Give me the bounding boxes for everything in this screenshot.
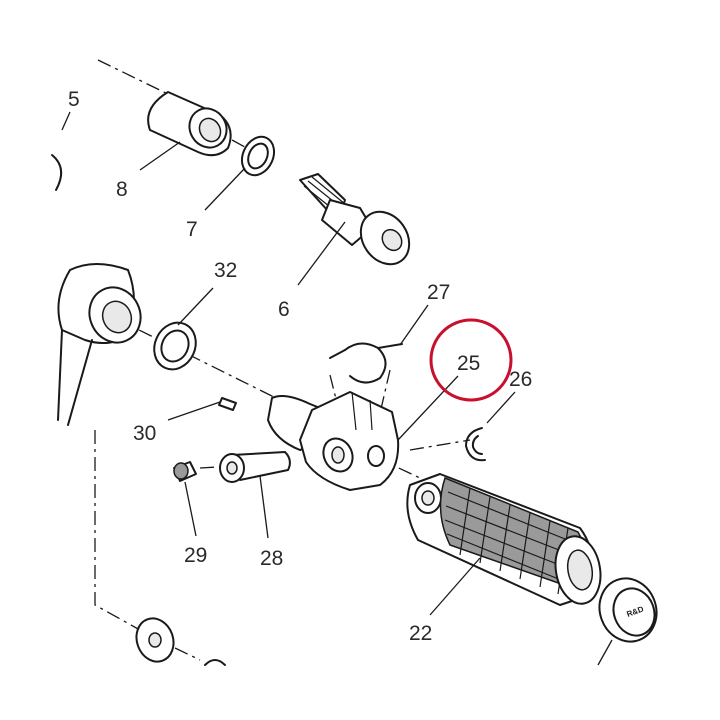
bottom-washers (135, 617, 226, 666)
callout-32: 32 (214, 259, 237, 282)
callout-27: 27 (427, 281, 450, 304)
end-cap: R&D (597, 577, 658, 666)
axis-clip26 (409, 439, 471, 451)
callout-28: 28 (260, 547, 283, 570)
part-28-pin (219, 451, 291, 483)
callout-29: 29 (184, 544, 207, 567)
callout-8: 8 (116, 178, 128, 201)
callout-25: 25 (457, 352, 480, 375)
part-29-screw (173, 461, 197, 482)
part-25-pivot (267, 391, 400, 491)
highlight-circle (429, 318, 513, 402)
lever-arm (57, 263, 142, 426)
callout-22: 22 (409, 622, 432, 645)
callout-26: 26 (509, 368, 532, 391)
part-27-clip (329, 342, 403, 384)
axis-vertical (94, 430, 201, 661)
part-32-oring (153, 321, 197, 371)
callout-30: 30 (133, 422, 156, 445)
part-22-footpeg (406, 473, 602, 606)
leader-lines (61, 111, 516, 616)
part-26-circlip (465, 427, 486, 462)
part-5-bracket (51, 154, 63, 191)
part-8-bushing (147, 91, 232, 157)
callout-7: 7 (186, 218, 198, 241)
part-6-bolt (299, 173, 411, 266)
part-7-oring (240, 135, 276, 177)
part-30-pin (218, 397, 237, 411)
callout-5: 5 (68, 88, 80, 111)
callout-6: 6 (278, 298, 290, 321)
